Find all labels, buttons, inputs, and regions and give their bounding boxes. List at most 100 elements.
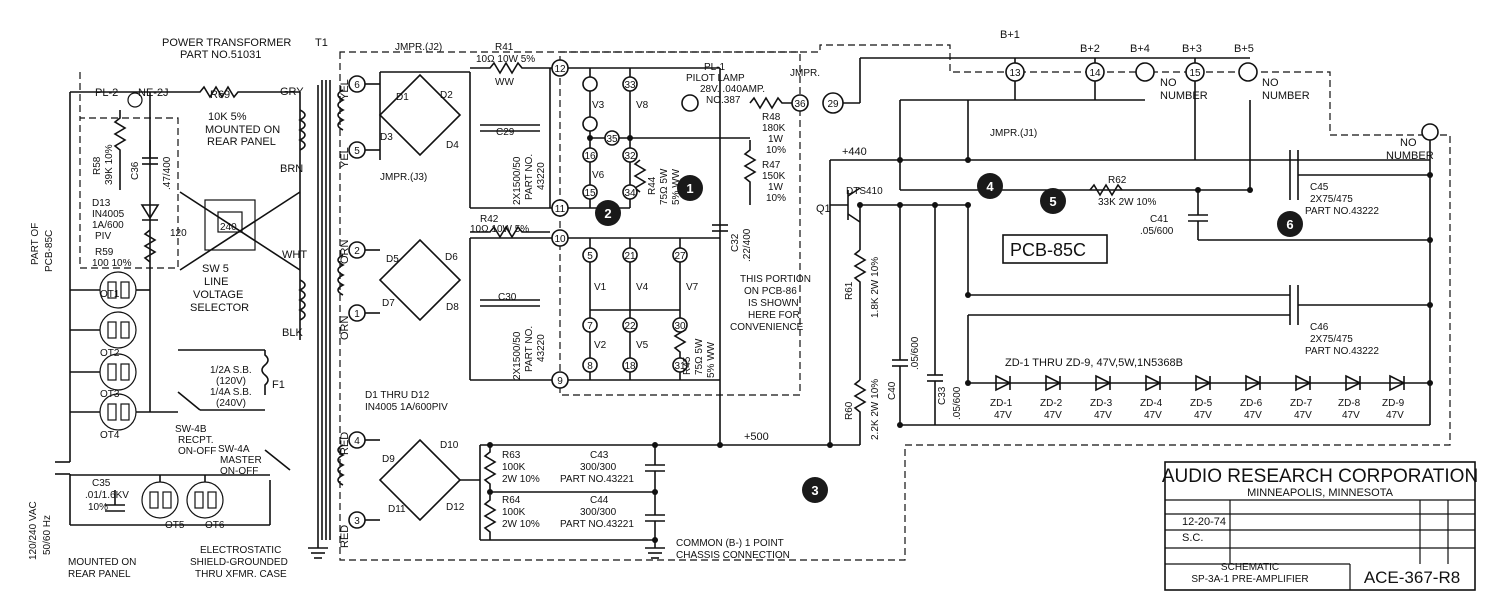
c45-3: PART NO.43222 [1305,206,1379,217]
bterm-15: 15 [1189,68,1201,79]
c35-3: 10% [88,502,108,513]
sec-color-yel1: YEL [339,79,351,100]
sw4b-1: SW-4B [175,424,207,435]
r45-1: R45 [682,356,693,375]
t33: 33 [624,80,636,91]
zd5: ZD-5 [1190,398,1213,409]
sw4a-3: ON-OFF [220,466,258,477]
r60-2: 2.2K 2W 10% [870,379,881,440]
bplus3: B+3 [1182,43,1202,55]
fuse-1: 1/2A S.B. [210,365,252,376]
pl1-2: PILOT LAMP [686,73,745,84]
zd7: ZD-7 [1290,398,1313,409]
nonum-c-1: NO [1400,137,1417,149]
pcb86-heaters [550,57,950,445]
d13-1: D13 [92,198,111,209]
zd3: ZD-3 [1090,398,1113,409]
d13-3: 1A/600 [92,220,124,231]
r62-1: R62 [1108,175,1127,186]
jmpr-label: JMPR. [790,68,820,79]
callout-3: 3 [811,483,818,498]
q1-type: DTS410 [846,186,883,197]
r48-2: 180K [762,123,786,134]
c40-2: .05/600 [910,336,921,370]
c41-1: C41 [1150,214,1169,225]
pcb86-terminals [551,59,688,389]
shield-1: ELECTROSTATIC [200,545,281,556]
lead-blk: BLK [282,327,303,339]
sw5-120: 120 [170,228,187,239]
tb-title1: SCHEMATIC [1221,562,1279,573]
zd8-v: 47V [1342,410,1360,421]
r59-value: 100 10% [92,258,132,269]
sw5-4: SELECTOR [190,302,249,314]
r42-value: 10Ω 10W 5% [470,224,529,235]
d10: D10 [440,440,459,451]
t18: 18 [624,361,636,372]
ot3-label: OT3 [100,389,120,400]
sw4a-1: SW-4A [218,444,250,455]
note-5: CONVENIENCE [730,322,804,333]
r64-1: R64 [502,495,521,506]
note-1: THIS PORTION [740,274,811,285]
nonum-a-2: NUMBER [1160,90,1208,102]
tb-title2: SP-3A-1 PRE-AMPLIFIER [1191,574,1308,585]
bterm-13: 13 [1009,68,1021,79]
c45-1: C45 [1310,182,1329,193]
c41-2: .05/600 [1140,226,1174,237]
zd3-v: 47V [1094,410,1112,421]
jmpr-j3: JMPR.(J3) [380,172,427,183]
pcb-85c-boundary [79,44,1451,561]
t32: 32 [624,151,636,162]
outlets [70,270,178,431]
sw5-3: VOLTAGE [193,289,243,301]
sw4a-2: MASTER [220,455,262,466]
pl1-4: NO.387 [706,95,741,106]
nonum-b-2: NUMBER [1262,90,1310,102]
nonum-a-1: NO [1160,77,1177,89]
d-note-2: IN4005 1A/600PIV [365,402,448,413]
c33-2: .05/600 [952,386,963,420]
r47-2: 150K [762,171,786,182]
primary-section [55,85,328,559]
sec-pin-5: 5 [354,146,360,157]
sec-pin-4: 4 [354,436,360,447]
r45-2: 75Ω 5W [694,338,705,375]
sec-color-red1: RED [339,432,351,455]
r61-1: R61 [844,281,855,300]
ot2-label: OT2 [100,348,120,359]
regulator-section [487,57,1439,543]
zd6-v: 47V [1244,410,1262,421]
lead-gry: GRY [280,86,304,98]
t7: 7 [587,321,593,332]
d-note-1: D1 THRU D12 [365,390,430,401]
callouts: 1 2 3 4 5 6 [595,173,1303,503]
fuse-3: 1/4A S.B. [210,387,252,398]
c43-3: PART NO.43221 [560,474,634,485]
c44-2: 300/300 [580,507,617,518]
t5: 5 [587,251,593,262]
r47-3: 1W [768,182,784,193]
plus500: +500 [744,431,769,443]
c29-label: C29 [496,127,515,138]
shield-3: THRU XFMR. CASE [195,569,287,580]
sw5-2: LINE [204,276,228,288]
plus440: +440 [842,146,867,158]
note-2: ON PCB-86 [744,286,797,297]
callout-6: 6 [1286,217,1293,232]
zd4-v: 47V [1144,410,1162,421]
d12: D12 [446,502,465,513]
callout-2: 2 [604,206,611,221]
pcb85c-label-box [1002,234,1108,264]
part-of-2: PCB-85C [44,230,55,272]
c29-v3: 43220 [536,162,547,190]
zd2-v: 47V [1044,410,1062,421]
zd6: ZD-6 [1240,398,1263,409]
callout-1: 1 [686,181,693,196]
d1: D1 [396,92,409,103]
r63-1: R63 [502,450,521,461]
t21: 21 [624,251,636,262]
sec-color-red2: RED [339,525,351,548]
c40-1: C40 [887,381,898,400]
note-3: IS SHOWN [748,298,799,309]
